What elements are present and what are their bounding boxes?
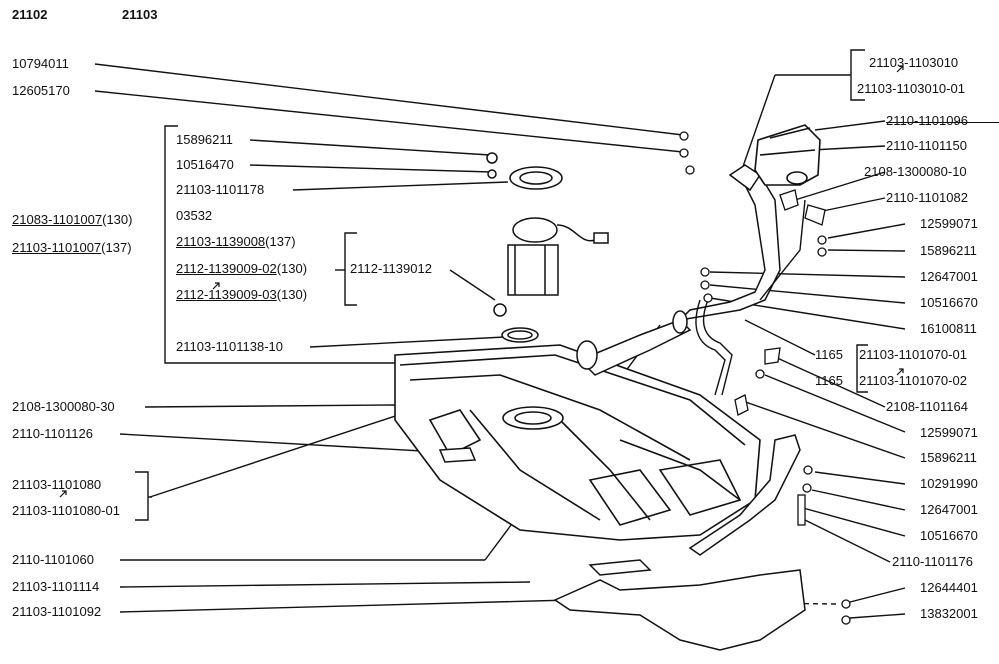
part-code: 21103-1101007 <box>12 240 102 255</box>
part-label: 21103-1101070-02 <box>859 373 967 388</box>
vapor-separator <box>754 124 821 186</box>
part-label: 03532 <box>176 208 213 223</box>
part-code: 2112-1139009-03 <box>176 287 277 302</box>
part-label: 2108-1300080-10 <box>864 164 967 179</box>
part-label: 12647001 <box>920 269 978 284</box>
part-label: 21103-1103010-01 <box>857 81 965 96</box>
fasteners <box>679 131 851 625</box>
part-label: 21103-1101070-01 <box>859 347 967 362</box>
fuel-pump-module <box>486 152 609 343</box>
part-label: 2108-1101164 <box>886 399 968 414</box>
part-label: 15896211 <box>920 450 977 465</box>
part-label: 12644401 <box>920 580 978 595</box>
part-label-variant: 21103-1139008(137) <box>176 234 296 250</box>
tank-straps <box>438 434 806 651</box>
part-label: 2112-1139012 <box>350 261 432 276</box>
part-note: (130) <box>102 212 133 227</box>
part-label: 21103-1101080-01 <box>12 503 120 518</box>
part-label: 12599071 <box>920 216 978 231</box>
part-label: 21103-1103010 <box>869 55 959 70</box>
part-label: 16100811 <box>920 321 977 336</box>
part-label: 10516670 <box>920 295 978 310</box>
part-label: 12599071 <box>920 425 978 440</box>
part-label-prefix: 1165 <box>815 373 843 388</box>
part-note: (137) <box>265 234 296 249</box>
part-label: 2110-1101082 <box>886 190 968 205</box>
model-label-21102: 21102 <box>12 7 48 22</box>
part-label: 10794011 <box>12 56 69 71</box>
part-label: 15896211 <box>176 132 233 147</box>
part-label: 13832001 <box>920 606 978 621</box>
tank-label-variant: 21083-1101007(130) <box>12 212 132 228</box>
part-label-prefix: 1165 <box>815 347 843 362</box>
filler-neck <box>576 164 781 376</box>
part-label: 2110-1101126 <box>12 426 93 441</box>
part-label: 21103-1101080 <box>12 477 102 492</box>
fuel-tank <box>394 344 761 541</box>
part-label: 2110-1101176 <box>892 554 973 569</box>
part-label: 21103-1101138-10 <box>176 339 283 354</box>
part-label: 2110-1101060 <box>12 552 94 567</box>
breather-pipe <box>695 199 806 396</box>
tank-label-variant: 21103-1101007(137) <box>12 240 132 256</box>
part-note: (137) <box>101 240 132 255</box>
part-code: 21103-1139008 <box>176 234 266 249</box>
part-code: 21083-1101007 <box>12 212 103 227</box>
part-label: 2110-1101096 <box>886 113 999 129</box>
part-label: 12647001 <box>920 502 978 517</box>
part-label: 21103-1101178 <box>176 182 265 197</box>
part-note: (130) <box>276 261 308 276</box>
part-label: 21103-1101114 <box>12 579 100 594</box>
part-label: 10516670 <box>920 528 978 543</box>
part-note: (130) <box>276 287 308 302</box>
part-label-variant: 2112-1139009-02(130) <box>176 261 307 277</box>
model-label-21103: 21103 <box>122 7 158 22</box>
part-label-variant: 2112-1139009-03(130) <box>176 287 307 303</box>
part-code: 2112-1139009-02 <box>176 261 277 276</box>
part-label: 12605170 <box>12 83 70 98</box>
part-label: 2108-1300080-30 <box>12 399 115 414</box>
part-label: 10291990 <box>920 476 978 491</box>
part-label: 15896211 <box>920 243 977 258</box>
part-label: 2110-1101150 <box>886 138 967 153</box>
part-label: 21103-1101092 <box>12 604 102 619</box>
part-label: 10516470 <box>176 157 234 172</box>
variant-arrows <box>59 65 904 498</box>
